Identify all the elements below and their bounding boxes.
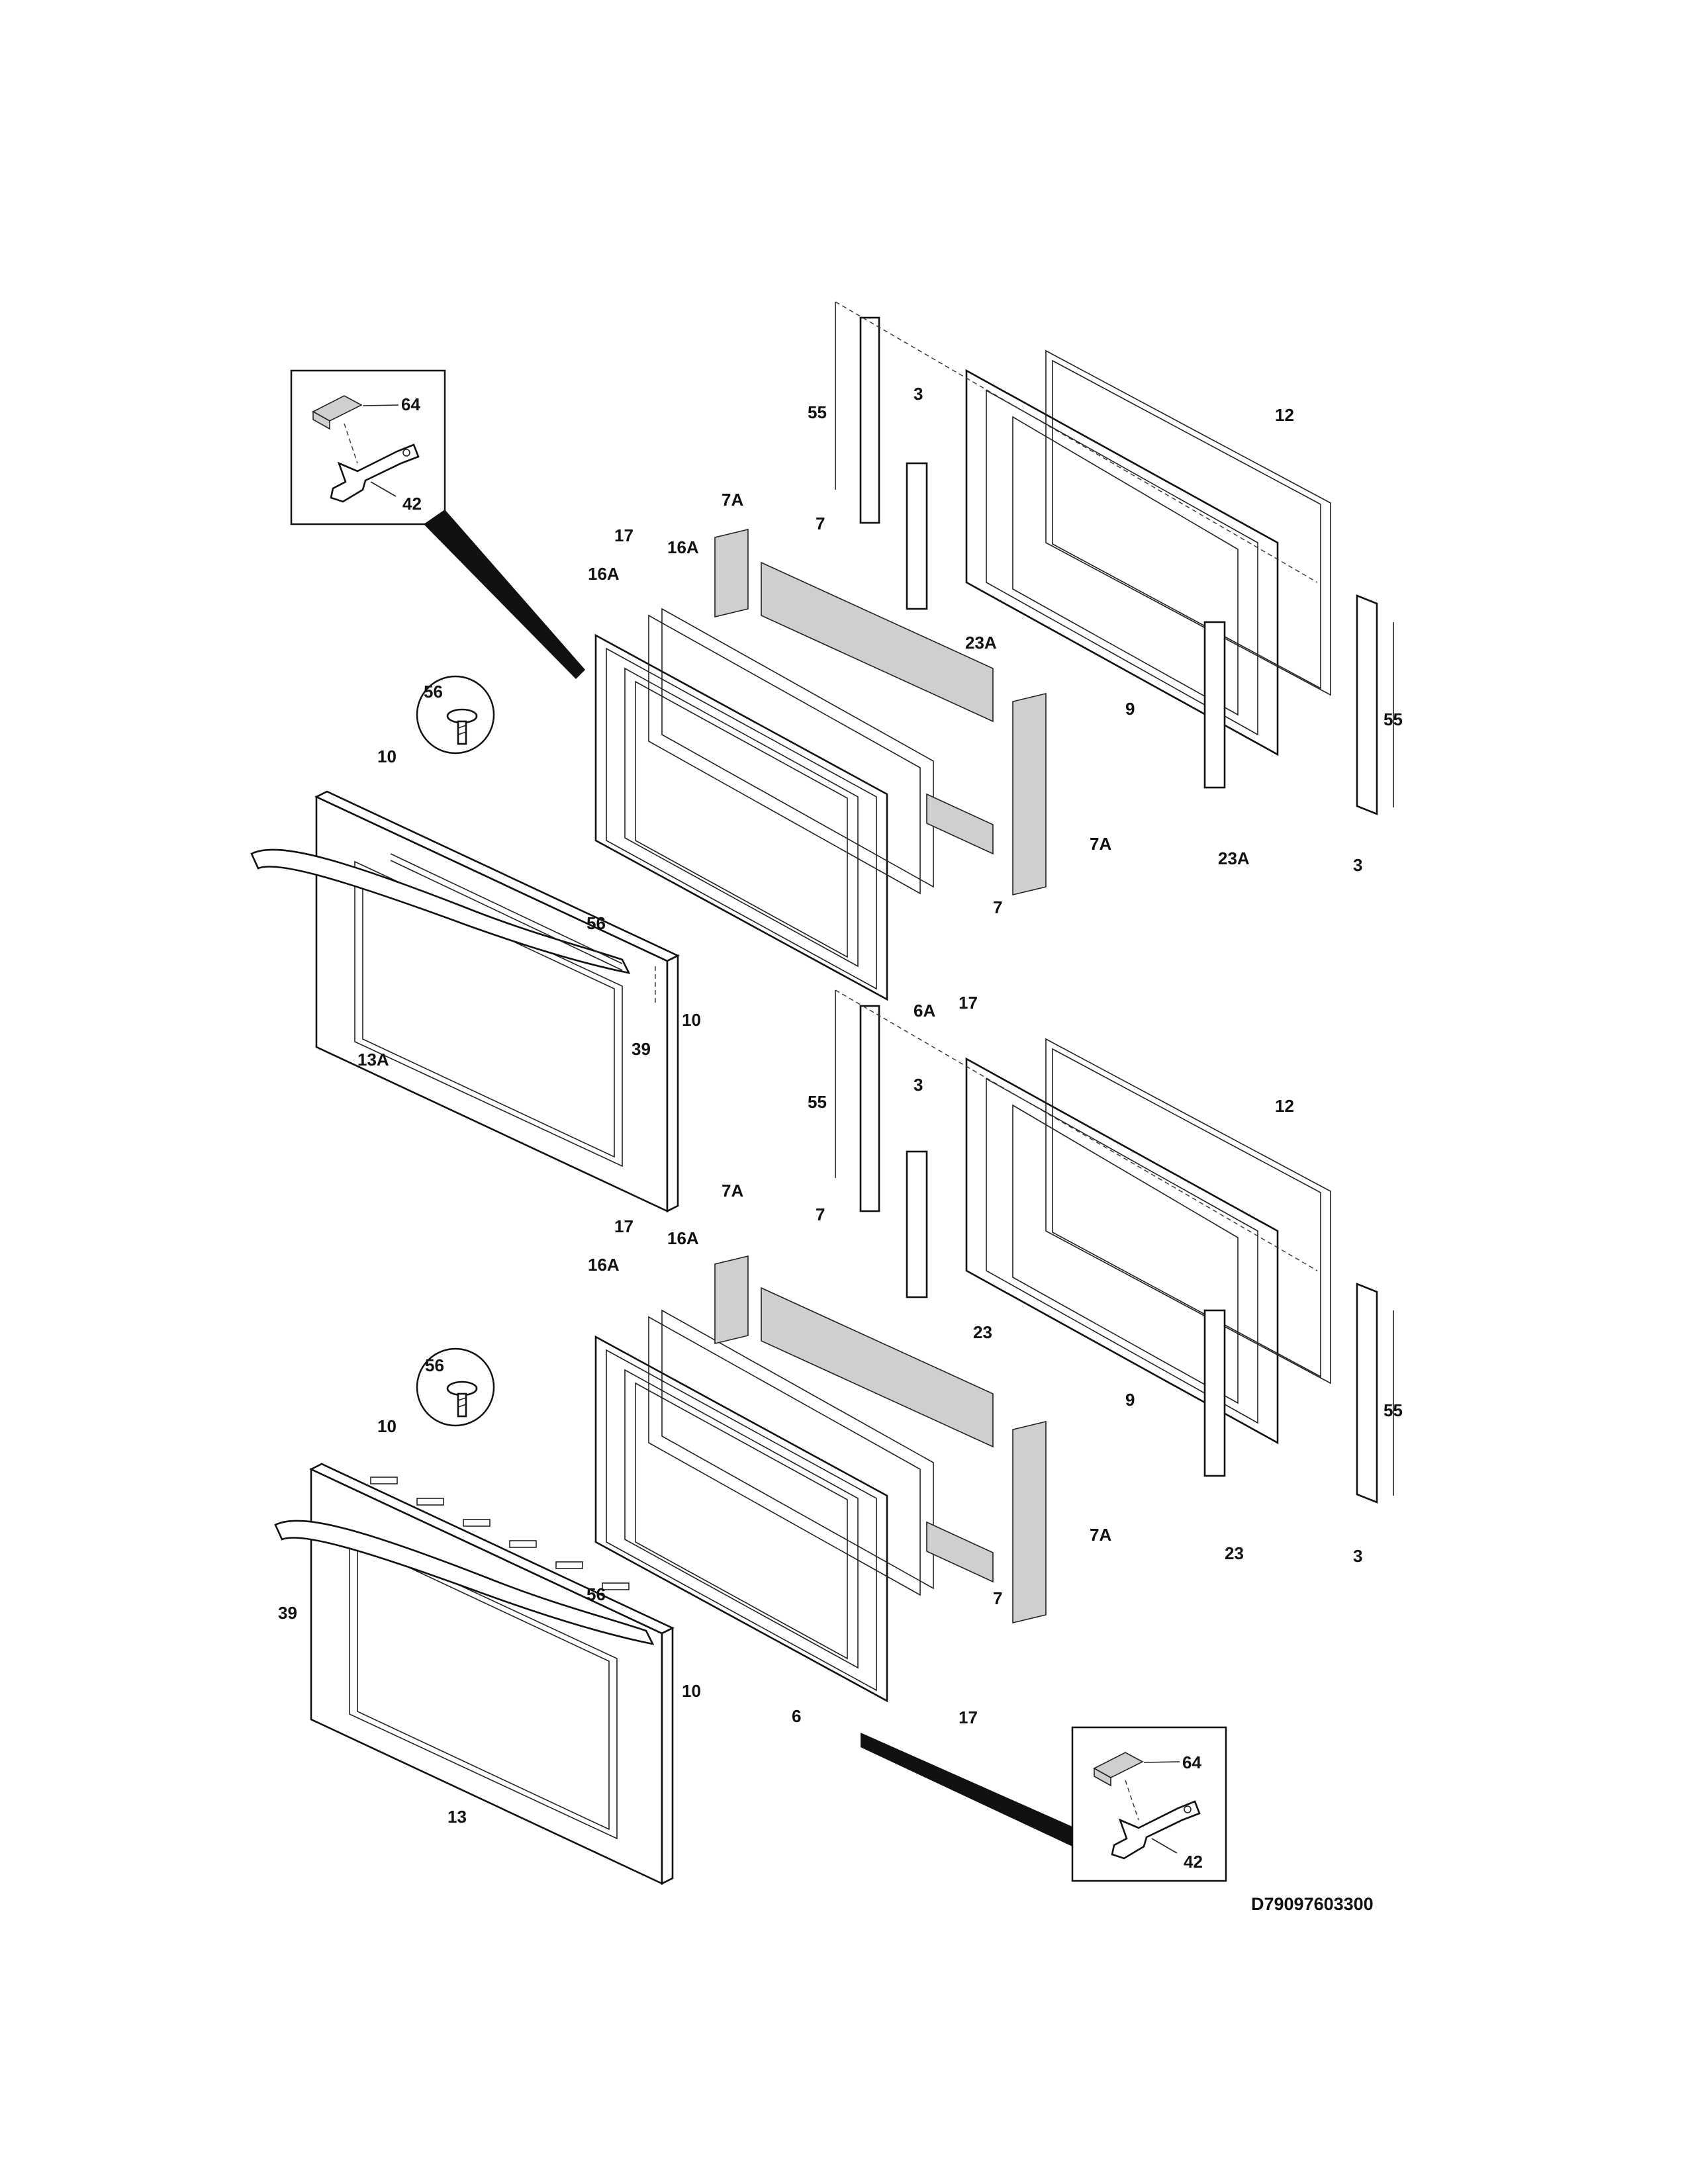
inset-pointer-lower bbox=[861, 1733, 1072, 1846]
inner-door-frame-6 bbox=[594, 1309, 934, 1703]
callout-lower-3: 3 bbox=[914, 1075, 923, 1095]
callout-inset-upper-64: 64 bbox=[401, 394, 420, 414]
outer-door-panel-13 bbox=[274, 1463, 675, 1886]
callout-lower-7-b: 7 bbox=[993, 1588, 1002, 1608]
callout-upper-17: 17 bbox=[614, 525, 633, 545]
inner-window-panel-9-lower bbox=[965, 1038, 1331, 1445]
lower-door-assembly: 56 bbox=[274, 989, 1403, 1886]
callout-lower-55: 55 bbox=[808, 1092, 827, 1112]
hinges-and-channels-lower bbox=[835, 989, 1394, 1504]
callout-upper-3-b: 3 bbox=[1353, 855, 1362, 875]
callout-upper-6A: 6A bbox=[914, 1001, 935, 1021]
callout-lower-16A-a: 16A bbox=[667, 1228, 699, 1248]
inset-box-upper: 64 42 bbox=[290, 369, 446, 525]
inner-window-panel-9 bbox=[965, 349, 1331, 756]
callout-inset-upper-42: 42 bbox=[402, 494, 422, 514]
callout-lower-7: 7 bbox=[816, 1205, 825, 1224]
callout-lower-12: 12 bbox=[1275, 1096, 1294, 1116]
callout-lower-7A-b: 7A bbox=[1090, 1525, 1111, 1545]
callout-lower-55-b: 55 bbox=[1383, 1400, 1403, 1420]
callout-upper-9: 9 bbox=[1125, 699, 1135, 719]
callout-upper-7A-b: 7A bbox=[1090, 834, 1111, 854]
inset-pointer-upper bbox=[424, 510, 585, 679]
callout-lower-16A-b: 16A bbox=[588, 1255, 620, 1275]
callout-upper-12: 12 bbox=[1275, 405, 1294, 425]
callout-lower-13: 13 bbox=[447, 1807, 467, 1827]
door-handle-part bbox=[250, 848, 631, 974]
callout-upper-55: 55 bbox=[808, 402, 827, 422]
callouts-upper: 55 3 12 7A 7 17 16A 16A 23A 9 55 10 7A 2… bbox=[357, 384, 1403, 1069]
callout-upper-3: 3 bbox=[914, 384, 923, 404]
callout-upper-7-b: 7 bbox=[993, 897, 1002, 917]
insulation-blocks-upper bbox=[714, 528, 1047, 896]
callout-lower-17: 17 bbox=[614, 1216, 633, 1236]
screw-detail-upper: 56 bbox=[416, 675, 495, 754]
callout-upper-23A-b: 23A bbox=[1218, 848, 1250, 868]
callout-lower-9: 9 bbox=[1125, 1390, 1135, 1410]
inner-door-frame-6A bbox=[594, 608, 934, 1001]
callout-lower-23-a: 23 bbox=[973, 1322, 992, 1342]
callout-lower-3-b: 3 bbox=[1353, 1546, 1362, 1566]
callout-upper-23A-a: 23A bbox=[965, 633, 997, 653]
callout-lower-6: 6 bbox=[792, 1706, 801, 1726]
callout-upper-55-b: 55 bbox=[1383, 709, 1403, 729]
drawing-code: D79097603300 bbox=[1251, 1894, 1374, 1914]
callout-lower-23-b: 23 bbox=[1225, 1543, 1244, 1563]
callout-lower-10-b: 10 bbox=[682, 1681, 701, 1701]
inset-box-lower: 64 42 bbox=[1071, 1726, 1227, 1882]
callout-upper-56: 56 bbox=[586, 913, 606, 933]
callout-upper-7A: 7A bbox=[722, 490, 743, 510]
callout-upper-13A: 13A bbox=[357, 1050, 389, 1069]
callout-inset-lower-64: 64 bbox=[1182, 1752, 1201, 1772]
callout-lower-56: 56 bbox=[586, 1584, 606, 1604]
hinges-and-channels-upper bbox=[835, 301, 1394, 815]
callout-screw-lower-56: 56 bbox=[425, 1355, 444, 1375]
hinge-bracket-part bbox=[330, 443, 420, 503]
callout-upper-16A-b: 16A bbox=[588, 564, 620, 584]
upper-door-assembly: 64 42 56 bbox=[250, 301, 1403, 1213]
callout-lower-17-b: 17 bbox=[959, 1707, 978, 1727]
callout-upper-17-b: 17 bbox=[959, 993, 978, 1013]
callout-screw-upper-56: 56 bbox=[424, 682, 443, 702]
callout-lower-39: 39 bbox=[278, 1603, 297, 1623]
callout-lower-7A: 7A bbox=[722, 1181, 743, 1201]
door-handle-part-lower bbox=[274, 1520, 655, 1645]
insulation-blocks-lower bbox=[714, 1255, 1047, 1624]
callout-upper-10-a: 10 bbox=[377, 747, 397, 766]
callout-upper-10-b: 10 bbox=[682, 1010, 701, 1030]
callout-upper-7: 7 bbox=[816, 514, 825, 533]
screw-detail-lower: 56 bbox=[416, 1347, 495, 1427]
callout-inset-lower-42: 42 bbox=[1184, 1852, 1203, 1872]
callout-lower-10-a: 10 bbox=[377, 1416, 397, 1436]
callout-upper-39: 39 bbox=[632, 1039, 651, 1059]
callouts-lower: 55 3 12 7A 7 17 16A 16A 23 9 55 10 7A 23… bbox=[278, 1075, 1403, 1827]
outer-door-panel-13A bbox=[250, 790, 680, 1213]
callout-upper-16A-a: 16A bbox=[667, 537, 699, 557]
